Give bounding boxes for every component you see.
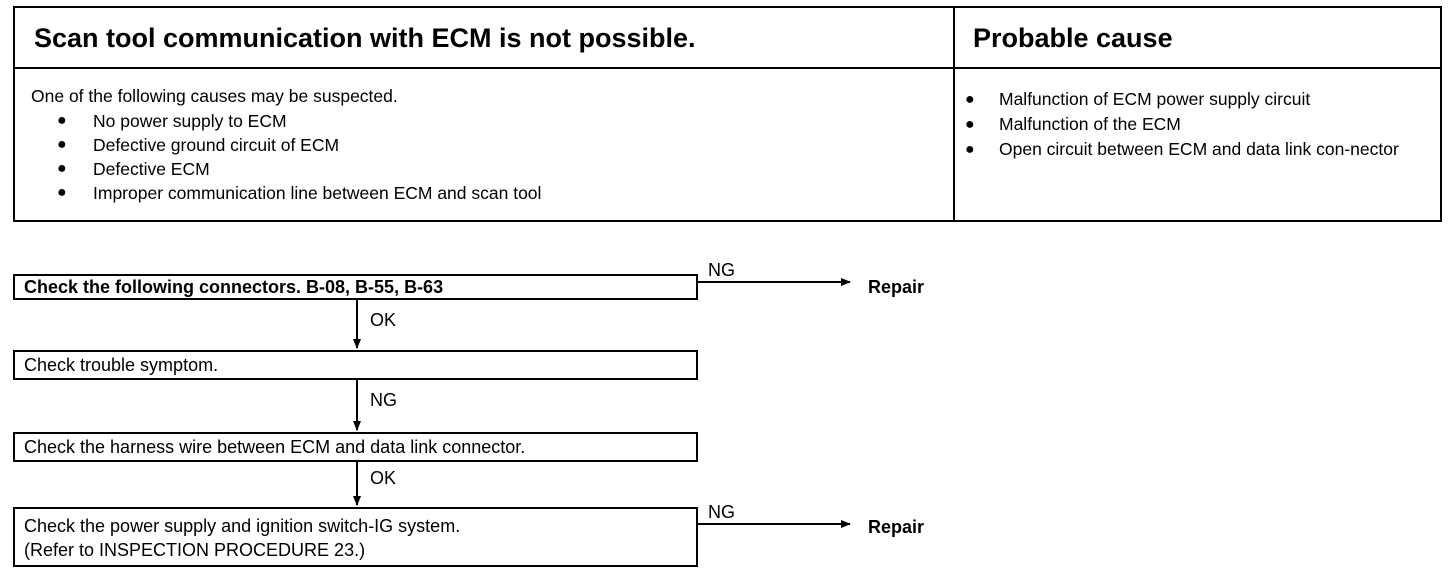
ok-label-2: OK xyxy=(370,468,397,488)
probable-cause-text: Malfunction of ECM power supply circuit xyxy=(999,89,1311,109)
bullet-icon: ● xyxy=(965,116,975,133)
step-4-line-2: (Refer to INSPECTION PROCEDURE 23.) xyxy=(24,540,366,560)
probable-causes-list: ● Malfunction of ECM power supply circuit… xyxy=(965,87,1435,162)
bullet-icon: ● xyxy=(57,112,67,129)
step-check-connectors: Check the following connectors. B-08, B-… xyxy=(13,274,698,300)
symptom-table: Scan tool communication with ECM is not … xyxy=(13,6,1442,222)
suspected-cause-text: Defective ECM xyxy=(93,159,210,179)
list-item: ● Open circuit between ECM and data link … xyxy=(965,137,1435,162)
list-item: ● Defective ECM xyxy=(57,157,541,181)
bullet-icon: ● xyxy=(965,141,975,158)
bullet-icon: ● xyxy=(57,184,67,201)
bullet-icon: ● xyxy=(57,160,67,177)
probable-cause-text: Open circuit between ECM and data link c… xyxy=(999,139,1399,159)
list-item: ● Malfunction of ECM power supply circuit xyxy=(965,87,1435,112)
ng-label-1: NG xyxy=(708,260,735,280)
suspected-causes-list: ● No power supply to ECM ● Defective groun… xyxy=(57,109,541,205)
bullet-icon: ● xyxy=(57,136,67,153)
bullet-icon: ● xyxy=(965,91,975,108)
suspected-cause-text: Improper communication line between ECM … xyxy=(93,183,542,203)
repair-label-2: Repair xyxy=(868,517,925,537)
ok-label-1: OK xyxy=(370,310,397,330)
symptom-header: Scan tool communication with ECM is not … xyxy=(15,8,955,69)
step-4-line-1: Check the power supply and ignition swit… xyxy=(24,516,461,536)
suspected-cause-text: No power supply to ECM xyxy=(93,111,287,131)
suspected-cause-text: Defective ground circuit of ECM xyxy=(93,135,340,155)
step-check-power-supply: Check the power supply and ignition swit… xyxy=(13,507,698,567)
probable-cause-header: Probable cause xyxy=(955,8,1440,69)
probable-causes-cell: ● Malfunction of ECM power supply circuit… xyxy=(955,69,1440,220)
list-item: ● Defective ground circuit of ECM xyxy=(57,133,541,157)
step-check-trouble-symptom: Check trouble symptom. xyxy=(13,350,698,380)
step-check-harness-wire: Check the harness wire between ECM and d… xyxy=(13,432,698,462)
probable-cause-text: Malfunction of the ECM xyxy=(999,114,1181,134)
ng-label-3: NG xyxy=(708,502,735,522)
suspected-intro: One of the following causes may be suspe… xyxy=(31,86,398,106)
suspected-causes-cell: One of the following causes may be suspe… xyxy=(15,69,955,220)
list-item: ● No power supply to ECM xyxy=(57,109,541,133)
repair-label-1: Repair xyxy=(868,277,925,297)
list-item: ● Improper communication line between ECM… xyxy=(57,181,541,205)
ng-label-2: NG xyxy=(370,390,397,410)
list-item: ● Malfunction of the ECM xyxy=(965,112,1435,137)
